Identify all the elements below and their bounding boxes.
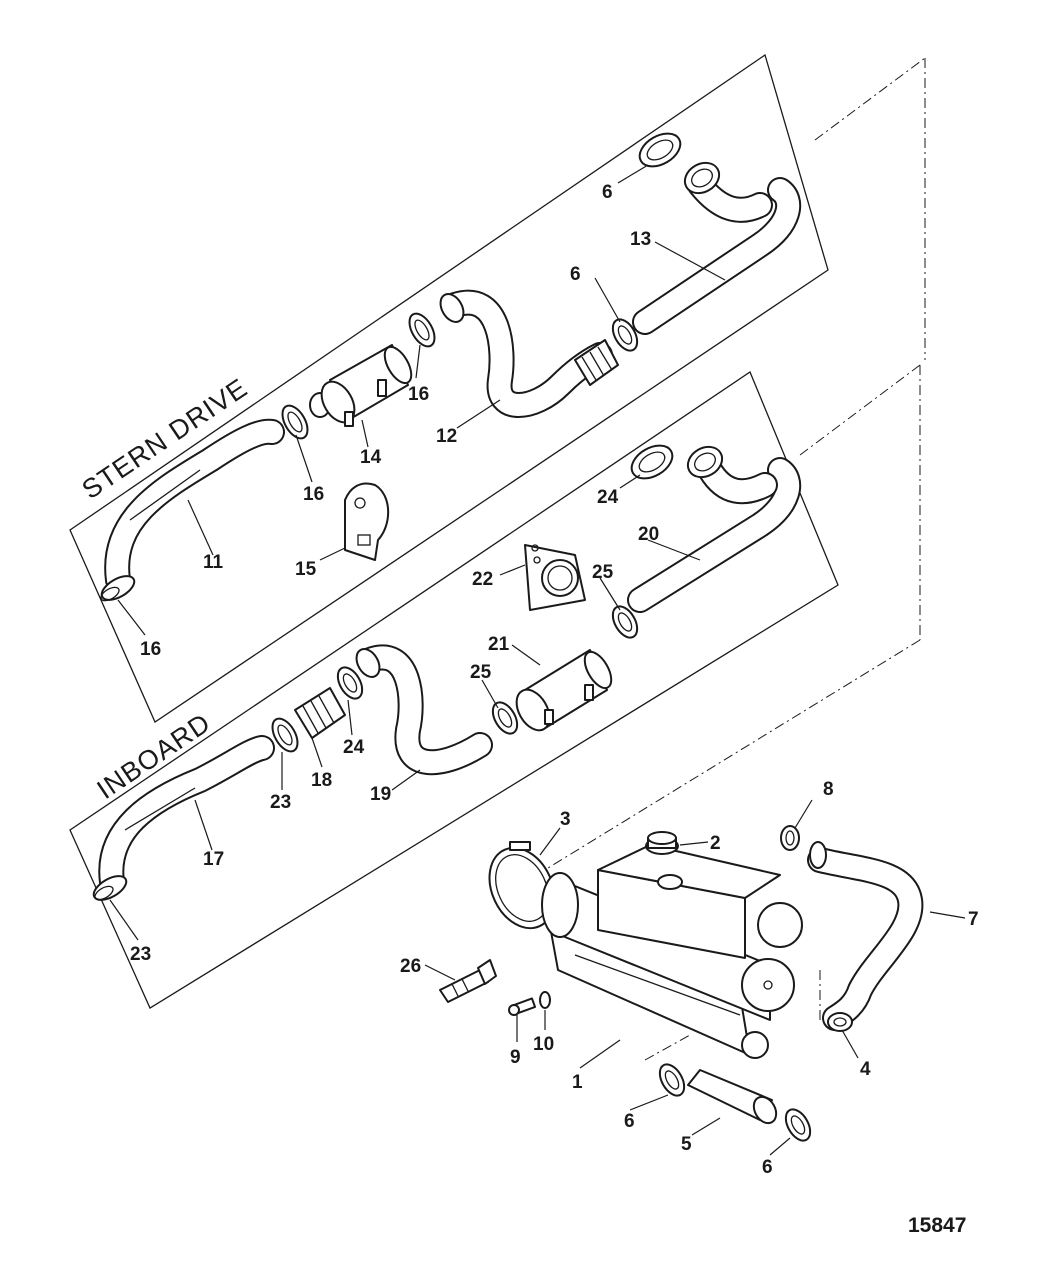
clamp-6-lower-right — [784, 1108, 812, 1142]
callout-15: 15 — [295, 559, 317, 580]
callout-8: 8 — [823, 779, 834, 800]
stern-drive-kit-outline — [69, 53, 926, 723]
muffler-14 — [309, 344, 413, 427]
callout-16: 16 — [408, 384, 429, 405]
hose-7 — [807, 841, 924, 1031]
hose-20 — [627, 445, 802, 613]
callout-5: 5 — [681, 1134, 692, 1155]
callout-21: 21 — [488, 634, 510, 655]
clamp-6-stern-top — [638, 132, 682, 168]
callout-6: 6 — [762, 1157, 773, 1178]
inboard-kit-outline — [69, 364, 921, 1009]
heat-exchanger-1 — [541, 844, 803, 1059]
bracket-15 — [344, 482, 390, 561]
clamp-24-lower — [336, 666, 364, 700]
cap-2 — [645, 831, 679, 855]
clamp-23-lower — [92, 875, 128, 901]
clamp-16-lower — [100, 575, 136, 602]
callout-23: 23 — [270, 792, 291, 813]
hose-5 — [687, 1069, 778, 1125]
clamp-16-middle — [408, 312, 436, 348]
callout-24: 24 — [343, 737, 365, 758]
figure-number: 15847 — [908, 1214, 966, 1237]
callout-6: 6 — [602, 182, 613, 203]
muffler-21 — [515, 649, 613, 732]
callout-22: 22 — [472, 569, 493, 590]
callout-12: 12 — [436, 426, 457, 447]
hose-17 — [98, 735, 275, 895]
clamp-4 — [827, 1012, 853, 1032]
bellows-fitting — [574, 339, 619, 386]
clamp-6-lower-left — [658, 1063, 686, 1097]
callout-2: 2 — [710, 833, 721, 854]
callout-14: 14 — [360, 447, 382, 468]
fitting-26 — [439, 959, 497, 1003]
clamp-25-upper — [611, 605, 639, 639]
bellows-18 — [294, 687, 346, 739]
callout-20: 20 — [638, 524, 659, 545]
hose-13 — [632, 161, 802, 335]
clamp-3 — [488, 841, 556, 930]
callout-4: 4 — [860, 1059, 871, 1080]
callout-13: 13 — [630, 229, 651, 250]
callout-10: 10 — [533, 1034, 554, 1055]
callout-7: 7 — [968, 909, 979, 930]
callout-23: 23 — [130, 944, 151, 965]
callout-26: 26 — [400, 956, 421, 977]
callout-25: 25 — [592, 562, 614, 583]
screw-9 — [508, 997, 537, 1016]
callout-6: 6 — [570, 264, 581, 285]
callout-24: 24 — [597, 487, 619, 508]
hose-5-dash-guides — [644, 970, 821, 1061]
clamp-6-stern-middle — [611, 318, 639, 352]
clamp-25-lower — [491, 701, 519, 735]
bracket-22 — [524, 544, 586, 611]
clamp-16-upper — [281, 404, 309, 440]
callout-18: 18 — [311, 770, 332, 791]
callout-6: 6 — [624, 1111, 635, 1132]
clamp-24-upper — [630, 444, 674, 480]
leader-lines — [109, 164, 966, 1156]
callout-16: 16 — [303, 484, 324, 505]
callout-19: 19 — [370, 784, 391, 805]
hose-19 — [355, 644, 493, 776]
callout-1: 1 — [572, 1072, 583, 1093]
clamp-8 — [780, 825, 800, 851]
hose-11 — [104, 418, 285, 593]
callout-25: 25 — [470, 662, 492, 683]
callout-9: 9 — [510, 1047, 521, 1068]
hose-12 — [439, 289, 613, 418]
callout-11: 11 — [203, 552, 224, 573]
clamp-23-upper — [271, 717, 299, 753]
washer-10 — [539, 991, 551, 1009]
callout-3: 3 — [560, 809, 571, 830]
callout-17: 17 — [203, 849, 224, 870]
callout-16: 16 — [140, 639, 161, 660]
